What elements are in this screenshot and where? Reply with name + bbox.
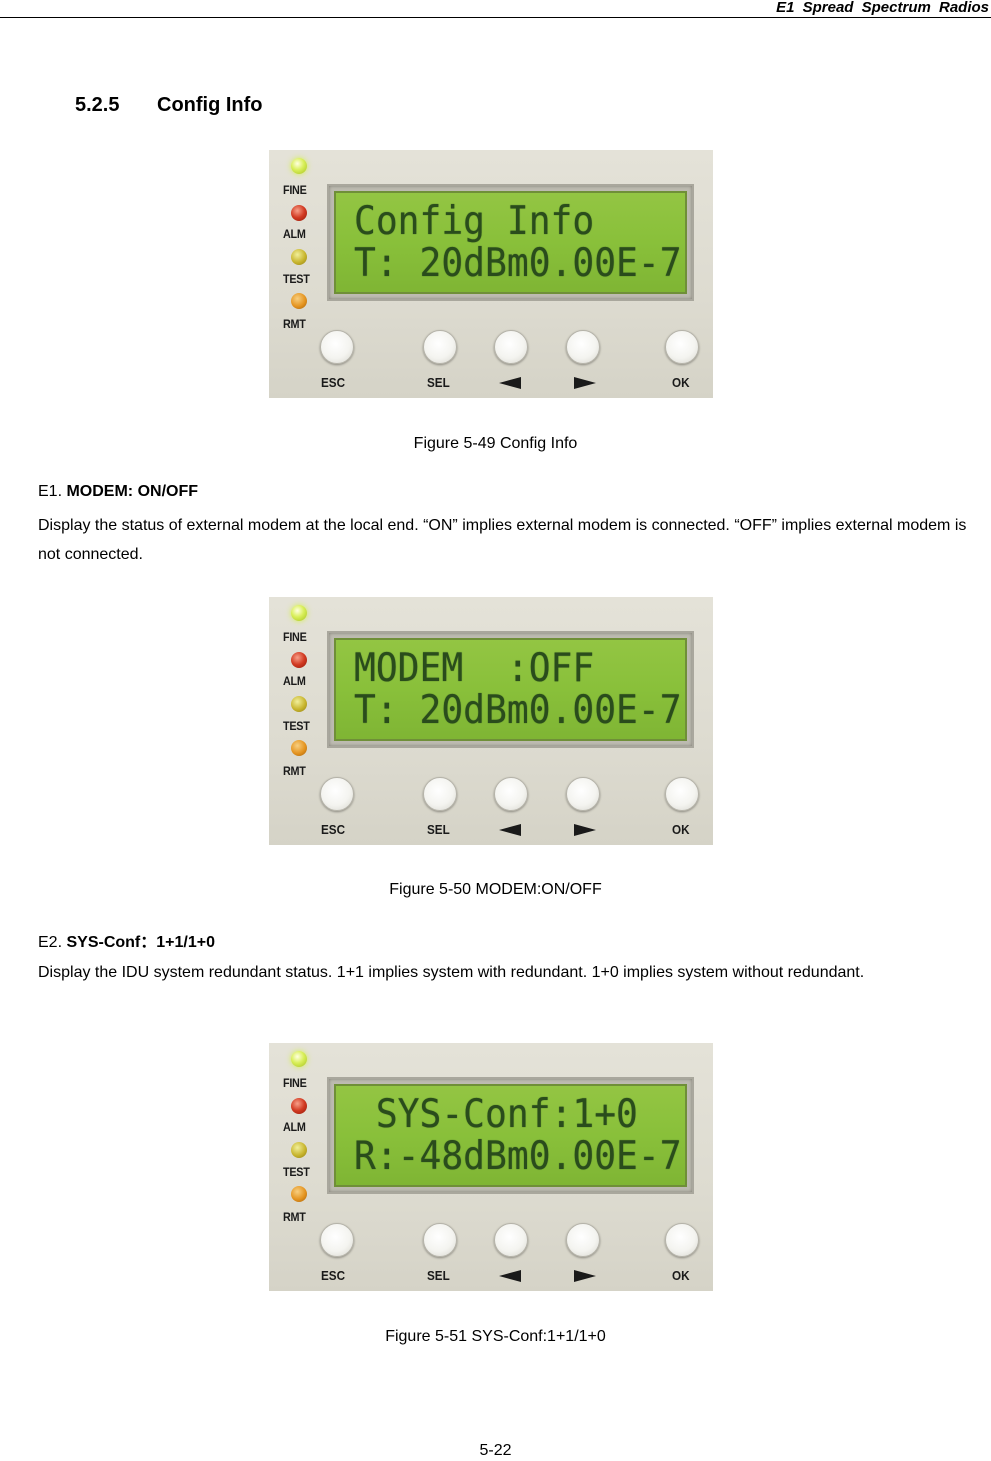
led-label-alm: ALM [283,674,306,688]
item-title: SYS-Conf：1+1/1+0 [66,934,215,951]
header-title: E1 Spread Spectrum Radios [776,0,989,16]
led-label-fine: FINE [283,630,307,644]
item-heading-e2: E2. SYS-Conf：1+1/1+0 [38,928,215,952]
ok-label: OK [672,375,690,390]
right-arrow-button[interactable] [566,330,600,364]
left-arrow-button[interactable] [494,777,528,811]
right-arrow-button[interactable] [566,1223,600,1257]
section-title: Config Info [157,94,263,116]
item-description-e2: Display the IDU system redundant status.… [38,964,865,981]
device-panel-figure-2: FINE ALM TEST RMT MODEM :OFF T: 20dBm0.0… [269,597,713,845]
led-label-test: TEST [283,272,310,286]
test-led-icon [291,1142,307,1158]
left-arrow-button[interactable] [494,1223,528,1257]
left-arrow-icon [499,1270,521,1282]
right-arrow-icon [574,824,596,836]
lcd-line-1: SYS-Conf:1+0 [354,1092,638,1137]
fine-led-icon [291,158,307,174]
led-label-fine: FINE [283,183,307,197]
lcd-line-2: T: 20dBm0.00E-7 [354,241,682,286]
alm-led-icon [291,205,307,221]
right-arrow-icon [574,1270,596,1282]
lcd-line-2: T: 20dBm0.00E-7 [354,688,682,733]
lcd-screen: SYS-Conf:1+0 R:-48dBm0.00E-7 [334,1084,687,1187]
fine-led-icon [291,605,307,621]
led-label-test: TEST [283,1165,310,1179]
section-number: 5.2.5 [75,94,120,116]
left-arrow-button[interactable] [494,330,528,364]
item-prefix: E1. [38,483,63,500]
right-arrow-button[interactable] [566,777,600,811]
esc-label: ESC [321,1268,346,1283]
led-label-rmt: RMT [283,317,306,331]
sel-button[interactable] [423,330,457,364]
figure-caption-3: Figure 5-51 SYS-Conf:1+1/1+0 [385,1328,606,1345]
device-panel-figure-3: FINE ALM TEST RMT SYS-Conf:1+0 R:-48dBm0… [269,1043,713,1291]
rmt-led-icon [291,293,307,309]
led-label-test: TEST [283,719,310,733]
item-description-e1: Display the status of external modem at … [38,517,967,563]
esc-button[interactable] [320,330,354,364]
rmt-led-icon [291,740,307,756]
ok-label: OK [672,1268,690,1283]
figure-caption-2: Figure 5-50 MODEM:ON/OFF [389,881,602,898]
figure-caption-1: Figure 5-49 Config Info [413,435,578,452]
led-label-rmt: RMT [283,764,306,778]
page-header: E1 Spread Spectrum Radios [0,0,991,18]
esc-button[interactable] [320,1223,354,1257]
alm-led-icon [291,1098,307,1114]
sel-label: SEL [427,822,450,837]
lcd-line-1: Config Info [354,199,595,244]
lcd-frame: SYS-Conf:1+0 R:-48dBm0.00E-7 [327,1077,694,1194]
ok-button[interactable] [665,777,699,811]
right-arrow-icon [574,377,596,389]
lcd-frame: MODEM :OFF T: 20dBm0.00E-7 [327,631,694,748]
item-prefix: E2. [38,934,63,951]
sel-button[interactable] [423,1223,457,1257]
fine-led-icon [291,1051,307,1067]
sel-label: SEL [427,375,450,390]
esc-label: ESC [321,822,346,837]
ok-label: OK [672,822,690,837]
left-arrow-icon [499,377,521,389]
sel-button[interactable] [423,777,457,811]
alm-led-icon [291,652,307,668]
item-heading-e1: E1. MODEM: ON/OFF [38,483,198,501]
esc-button[interactable] [320,777,354,811]
led-label-alm: ALM [283,1120,306,1134]
test-led-icon [291,249,307,265]
left-arrow-icon [499,824,521,836]
lcd-screen: Config Info T: 20dBm0.00E-7 [334,191,687,294]
ok-button[interactable] [665,1223,699,1257]
led-label-fine: FINE [283,1076,307,1090]
device-panel-figure-1: FINE ALM TEST RMT Config Info T: 20dBm0.… [269,150,713,398]
sel-label: SEL [427,1268,450,1283]
page-number: 5-22 [479,1442,512,1459]
section-heading: 5.2.5 Config Info [75,94,263,117]
ok-button[interactable] [665,330,699,364]
item-title: MODEM: ON/OFF [66,483,199,500]
led-label-alm: ALM [283,227,306,241]
lcd-frame: Config Info T: 20dBm0.00E-7 [327,184,694,301]
test-led-icon [291,696,307,712]
lcd-line-1: MODEM :OFF [354,646,595,691]
rmt-led-icon [291,1186,307,1202]
esc-label: ESC [321,375,346,390]
led-label-rmt: RMT [283,1210,306,1224]
lcd-screen: MODEM :OFF T: 20dBm0.00E-7 [334,638,687,741]
lcd-line-2: R:-48dBm0.00E-7 [354,1134,682,1179]
